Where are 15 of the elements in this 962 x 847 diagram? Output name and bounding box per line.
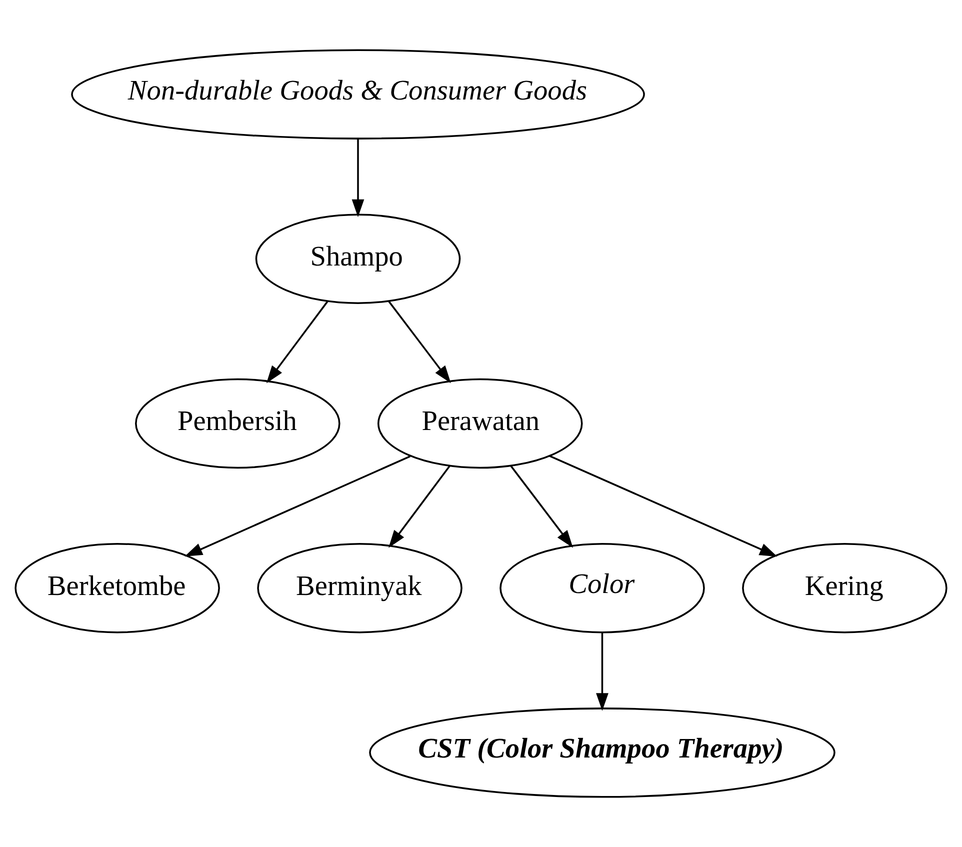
node-ellipse: Non-durable Goods & Consumer Goods [71,49,645,140]
node-ellipse: Pembersih [135,378,340,469]
node-ellipse: Perawatan [377,378,583,469]
arrow [596,633,608,711]
node-ellipse: Color [500,542,705,634]
arrow [184,456,411,556]
node-ellipse: Shampo [255,214,461,304]
arrow [352,139,364,218]
arrow [388,300,451,384]
node-ellipse: Berminyak [257,542,462,634]
arrow [510,465,574,548]
node-ellipse: CST (Color Shampoo Therapy) [369,708,836,798]
arrow [388,465,450,548]
arrow [266,300,328,384]
arrow [549,455,778,557]
